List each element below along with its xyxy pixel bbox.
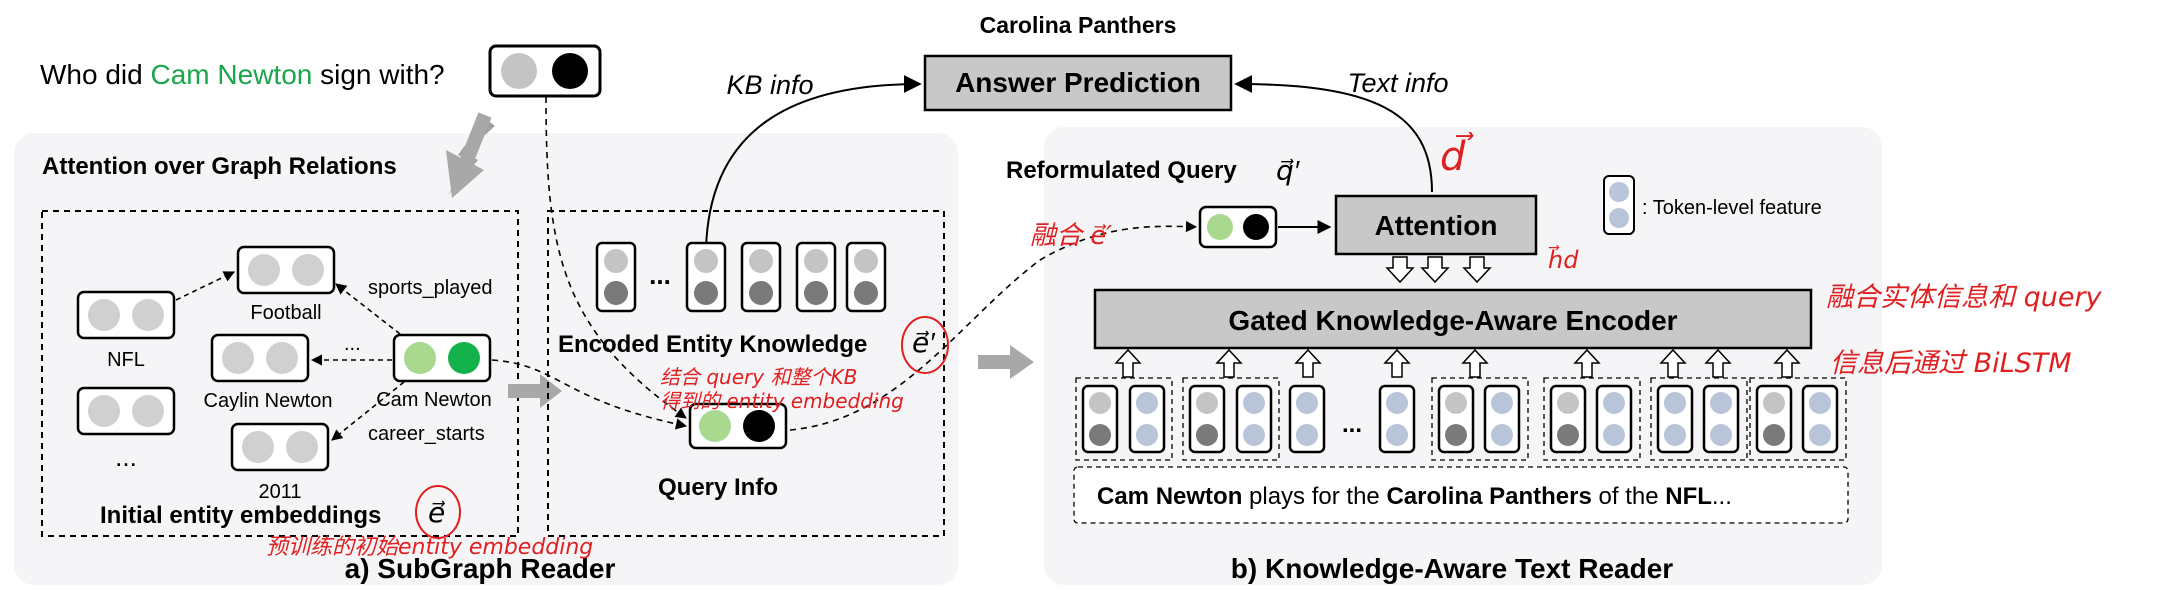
edge-cam-football: [335, 283, 401, 335]
reader-connector-arrow: [978, 345, 1034, 379]
question-vector: [488, 44, 602, 98]
reformulated-query-vector: [1198, 205, 1278, 249]
query-info-vector: [688, 402, 788, 450]
text-info-label: Text info: [1347, 68, 1448, 98]
token-vectors: [1075, 377, 1847, 461]
edge-nfl-football: [175, 271, 236, 301]
label-dots-left: ...: [115, 442, 137, 472]
reformulated-query-symbol: q⃗′: [1276, 155, 1301, 186]
encoder-up-arrows: [1114, 348, 1801, 378]
annotation-bottom: 预训练的初始entity embedding: [266, 535, 593, 560]
sentence-box: [1073, 466, 1849, 524]
label-nfl: NFL: [107, 349, 145, 371]
encoder-box: [1093, 288, 1813, 350]
sentence-text: Cam Newton plays for the Carolina Panthe…: [1097, 483, 1732, 510]
annotation-right-1: 融合实体信息和 query: [1826, 282, 2103, 313]
subgraph-panel-title: Attention over Graph Relations: [42, 153, 397, 180]
initial-embeddings-box: [41, 210, 519, 537]
node-football: [236, 245, 336, 295]
encoder-label: Gated Knowledge-Aware Encoder: [1228, 305, 1677, 336]
token-dots: ...: [1342, 411, 1362, 438]
kb-info-label: KB info: [726, 70, 813, 100]
kb-info-arrow: [705, 75, 922, 249]
cam-to-query-curve: [491, 359, 688, 430]
relation-career: career_starts: [368, 423, 485, 445]
reformulated-query-label: Reformulated Query: [1006, 157, 1237, 184]
encoded-vectors: [595, 241, 887, 313]
relation-sports: sports_played: [368, 277, 493, 299]
text-reader-caption: b) Knowledge-Aware Text Reader: [1231, 553, 1673, 584]
node-unknown: [76, 386, 176, 436]
encoded-knowledge-label: Encoded Entity Knowledge: [558, 331, 867, 358]
subgraph-caption: a) SubGraph Reader: [345, 553, 616, 584]
text-info-arrow: [1234, 75, 1433, 193]
token-legend-label: : Token-level feature: [1642, 197, 1822, 219]
attention-down-arrows: [1385, 256, 1492, 284]
node-2011: [230, 422, 330, 472]
token-legend-icon: [1603, 175, 1635, 235]
label-football: Football: [250, 302, 321, 324]
node-nfl: [76, 290, 176, 340]
annotation-fuse-e: 融合 e⃗′: [1030, 221, 1112, 251]
label-caylin: Caylin Newton: [204, 390, 333, 412]
annotation-circle-e-prime: [901, 316, 949, 374]
node-caylin: [210, 333, 310, 383]
edge-cam-2011: [331, 381, 405, 441]
annotation-h-d: h⃗d: [1548, 245, 1579, 274]
question-text: Who did Cam Newton sign with?: [40, 59, 445, 90]
encoded-knowledge-box: [547, 210, 945, 537]
annotation-mid-1: 结合 query 和整个KB: [660, 365, 857, 389]
label-cam: Cam Newton: [376, 389, 492, 411]
annotation-right-2: 信息后通过 BiLSTM: [1830, 348, 2072, 379]
answer-prediction-box: [923, 54, 1233, 112]
encoded-dots: ...: [649, 260, 671, 290]
question-to-query-curve: [545, 96, 687, 419]
answer-prediction-label: Answer Prediction: [955, 67, 1201, 98]
node-cam: [392, 333, 492, 383]
answer-title: Carolina Panthers: [980, 12, 1177, 38]
relation-dots: ...: [344, 333, 361, 355]
query-to-reformulated-curve: [789, 220, 1198, 431]
initial-embeddings-symbol: e⃗: [428, 497, 446, 528]
attention-label: Attention: [1375, 210, 1498, 241]
label-2011: 2011: [258, 481, 301, 503]
encoded-knowledge-symbol: e⃗′: [912, 327, 936, 358]
attention-box: [1334, 194, 1538, 256]
initial-embeddings-label: Initial entity embeddings: [100, 502, 381, 529]
annotation-circle-e: [415, 485, 461, 539]
query-info-label: Query Info: [658, 474, 778, 501]
annotation-mid-2: 得到的 entity embedding: [660, 389, 904, 413]
